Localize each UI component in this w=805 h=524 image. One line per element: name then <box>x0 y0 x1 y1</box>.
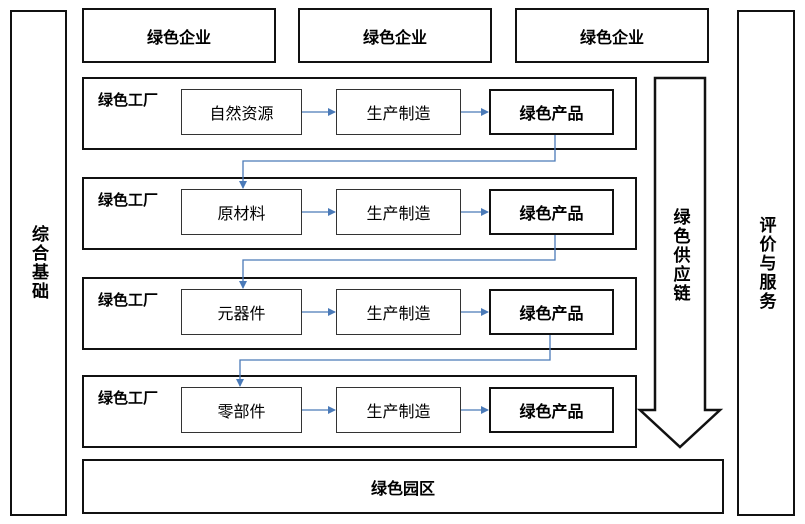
output-label: 绿色产品 <box>519 402 584 421</box>
evaluation-service-bar: 评价与服务 <box>737 10 795 516</box>
process-box-3: 生产制造 <box>336 289 461 335</box>
input-box-2: 原材料 <box>181 189 302 235</box>
enterprise-box-2: 绿色企业 <box>298 8 492 63</box>
input-label: 元器件 <box>217 304 266 323</box>
green-park-label: 绿色园区 <box>370 478 435 498</box>
output-box-2: 绿色产品 <box>489 189 614 235</box>
process-box-2: 生产制造 <box>336 189 461 235</box>
factory-label: 绿色工厂 <box>98 91 159 109</box>
process-label: 生产制造 <box>366 402 431 421</box>
enterprise-label: 绿色企业 <box>579 27 644 47</box>
process-label: 生产制造 <box>366 204 431 223</box>
process-label: 生产制造 <box>366 104 431 123</box>
output-label: 绿色产品 <box>519 204 584 223</box>
enterprise-label: 绿色企业 <box>362 27 427 47</box>
supply-chain-label: 绿色供应链 <box>669 207 690 303</box>
green-park-box: 绿色园区 <box>82 459 724 514</box>
output-label: 绿色产品 <box>519 104 584 123</box>
enterprise-box-3: 绿色企业 <box>515 8 709 63</box>
output-box-3: 绿色产品 <box>489 289 614 335</box>
output-label: 绿色产品 <box>519 304 584 323</box>
integrated-foundation-bar: 综合基础 <box>10 10 67 516</box>
input-box-3: 元器件 <box>181 289 302 335</box>
process-box-4: 生产制造 <box>336 387 461 433</box>
input-label: 原材料 <box>217 204 266 223</box>
output-box-4: 绿色产品 <box>489 387 614 433</box>
factory-label: 绿色工厂 <box>98 291 159 309</box>
factory-label: 绿色工厂 <box>98 389 159 407</box>
input-label: 自然资源 <box>209 104 274 123</box>
process-label: 生产制造 <box>366 304 431 323</box>
output-box-1: 绿色产品 <box>489 89 614 135</box>
factory-label: 绿色工厂 <box>98 191 159 209</box>
input-box-1: 自然资源 <box>181 89 302 135</box>
supply-chain-label-box: 绿色供应链 <box>655 190 705 320</box>
input-label: 零部件 <box>217 402 266 421</box>
integrated-foundation-label: 综合基础 <box>28 225 48 301</box>
process-box-1: 生产制造 <box>336 89 461 135</box>
input-box-4: 零部件 <box>181 387 302 433</box>
evaluation-service-label: 评价与服务 <box>755 215 776 311</box>
enterprise-box-1: 绿色企业 <box>82 8 276 63</box>
enterprise-label: 绿色企业 <box>146 27 211 47</box>
